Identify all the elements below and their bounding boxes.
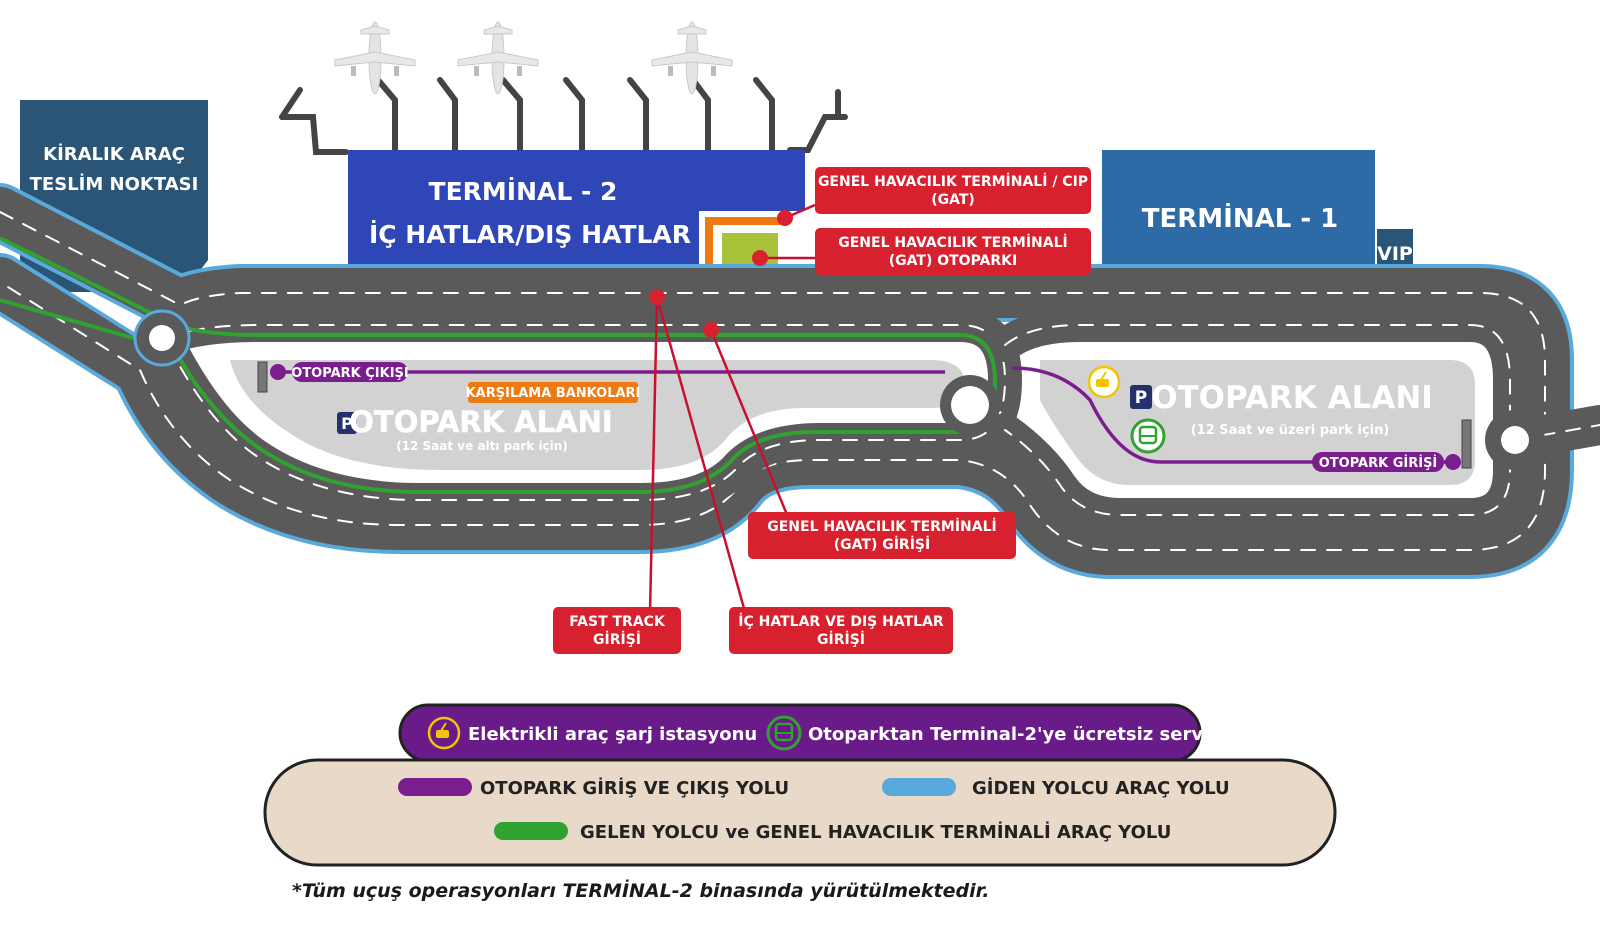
callout-gat-parking[interactable]: GENEL HAVACILIK TERMİNALİ (GAT) OTOPARKI <box>815 228 1091 275</box>
svg-text:P: P <box>1135 388 1147 408</box>
callout-markers <box>649 210 793 338</box>
terminal2-subtitle: İÇ HATLAR/DIŞ HATLAR <box>369 219 691 249</box>
ev-charging-icon <box>1087 365 1121 399</box>
callout-fast-track[interactable]: FAST TRACK GİRİŞİ <box>553 607 681 654</box>
callout-gat-cip-line1: GENEL HAVACILIK TERMİNALİ / CIP <box>818 173 1088 190</box>
airplane-icon <box>457 21 539 95</box>
callout-domestic-international[interactable]: İÇ HATLAR VE DIŞ HATLAR GİRİŞİ <box>729 607 953 654</box>
callout-domestic-intl-line1: İÇ HATLAR VE DIŞ HATLAR <box>738 613 944 630</box>
parking-p-icon: P <box>1130 385 1152 409</box>
parking-left-title: OTOPARK ALANI <box>349 405 612 439</box>
arriving-route-line <box>0 236 998 494</box>
parking-exit-tag[interactable]: OTOPARK ÇIKIŞI <box>270 362 409 382</box>
airplane-icon <box>651 21 733 95</box>
legend-route-box: OTOPARK GİRİŞ VE ÇIKIŞ YOLU GİDEN YOLCU … <box>263 758 1337 867</box>
parking-p-icon: P <box>337 412 357 434</box>
callout-gat-parking-line1: GENEL HAVACILIK TERMİNALİ <box>838 234 1068 251</box>
parking-exit-label: OTOPARK ÇIKIŞI <box>291 366 408 381</box>
callout-gat-cip-line2: (GAT) <box>931 192 975 208</box>
parking-entrance-label: OTOPARK GİRİŞİ <box>1319 455 1438 471</box>
legend-arriving-swatch <box>494 822 568 840</box>
roundabout-left <box>133 309 191 367</box>
legend-parking-swatch <box>398 778 472 796</box>
welcome-desks-label: KARŞILAMA BANKOLARI <box>466 386 641 401</box>
road-network <box>0 183 1600 579</box>
parking-entrance-barrier <box>1461 419 1472 469</box>
callout-gat-entrance[interactable]: GENEL HAVACILIK TERMİNALİ (GAT) GİRİŞİ <box>748 512 1016 559</box>
svg-text:P: P <box>341 414 353 433</box>
rental-line2: TESLİM NOKTASI <box>30 173 199 195</box>
ev-charging-icon <box>427 716 461 750</box>
rental-line1: KİRALIK ARAÇ <box>43 143 185 165</box>
legend-ev-label: Elektrikli araç şarj istasyonu <box>468 724 757 745</box>
welcome-desks-tag[interactable]: KARŞILAMA BANKOLARI <box>466 382 641 403</box>
legend-shuttle-label: Otoparktan Terminal-2'ye ücretsiz servis <box>808 724 1220 745</box>
terminal1-title: TERMİNAL - 1 <box>1142 202 1339 234</box>
parking-right-title: OTOPARK ALANI <box>1151 380 1433 416</box>
gate-jetbridges <box>279 77 848 155</box>
shuttle-bus-icon <box>1130 418 1166 454</box>
roundabout-right <box>1485 410 1545 470</box>
callout-gat-entrance-line1: GENEL HAVACILIK TERMİNALİ <box>767 518 997 535</box>
callout-gat-entrance-line2: (GAT) GİRİŞİ <box>834 536 930 553</box>
airplane-icon <box>334 21 416 95</box>
callout-gat-cip[interactable]: GENEL HAVACILIK TERMİNALİ / CIP (GAT) <box>815 167 1091 214</box>
callout-fast-track-line2: GİRİŞİ <box>593 631 641 648</box>
callout-fast-track-line1: FAST TRACK <box>569 614 666 630</box>
legend-departing-label: GİDEN YOLCU ARAÇ YOLU <box>972 777 1230 799</box>
roundabout-center <box>940 375 1000 435</box>
parking-entrance-tag[interactable]: OTOPARK GİRİŞİ <box>1312 452 1461 472</box>
callout-domestic-intl-line2: GİRİŞİ <box>817 631 865 648</box>
callout-gat-parking-line2: (GAT) OTOPARKI <box>889 253 1017 269</box>
legend-parking-label: OTOPARK GİRİŞ VE ÇIKIŞ YOLU <box>480 777 789 799</box>
shuttle-bus-icon <box>766 715 802 751</box>
legend-icon-bar: Elektrikli araç şarj istasyonu Otoparkta… <box>398 703 1220 763</box>
terminal2-title: TERMİNAL - 2 <box>429 176 618 206</box>
parking-exit-barrier <box>257 361 268 393</box>
legend-arriving-label: GELEN YOLCU ve GENEL HAVACILIK TERMİNALİ… <box>580 821 1171 843</box>
footnote: *Tüm uçuş operasyonları TERMİNAL-2 binas… <box>292 880 990 902</box>
parking-left-subtitle: (12 Saat ve altı park için) <box>396 439 568 453</box>
vip-label: VIP <box>1377 243 1413 265</box>
legend-departing-swatch <box>882 778 956 796</box>
parking-area-left[interactable] <box>230 360 965 470</box>
parking-right-subtitle: (12 Saat ve üzeri park için) <box>1191 423 1390 438</box>
callout-leaders <box>648 203 816 613</box>
